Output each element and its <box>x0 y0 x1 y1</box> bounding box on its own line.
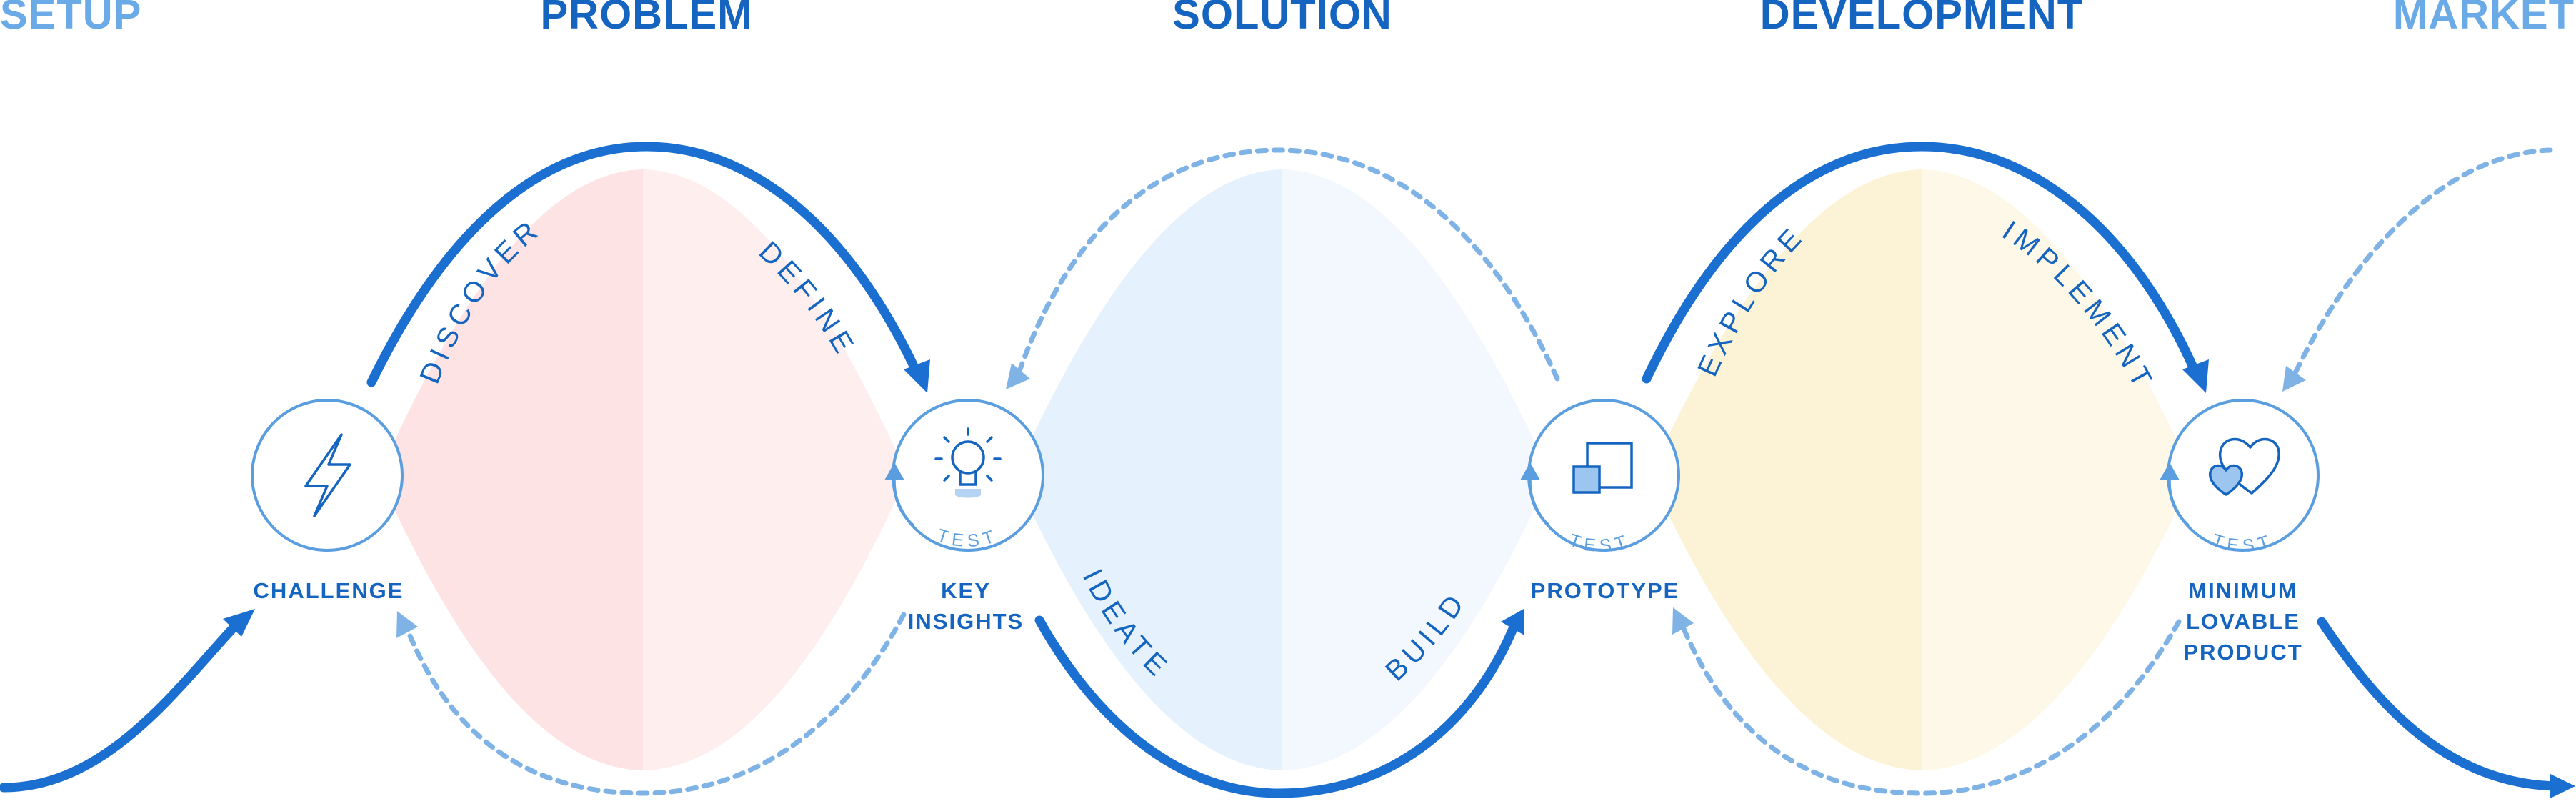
lightbulb-icon <box>934 427 1002 492</box>
solution-fill-left <box>1014 169 1282 770</box>
dashed-arrowheads <box>396 363 2306 638</box>
node-labels: CHALLENGE KEY INSIGHTS PROTOTYPE MINIMUM… <box>254 578 2302 665</box>
phase-development: DEVELOPMENT <box>1760 0 2084 38</box>
problem-fill-left <box>379 169 643 770</box>
arrow-challenge-to-insights <box>366 142 923 387</box>
dashed-arrows <box>404 147 2553 796</box>
key-insights-loop <box>892 475 914 527</box>
key-insights-node[interactable]: TEST <box>892 399 1044 552</box>
solution-diamond <box>1014 169 1550 770</box>
problem-diamond <box>379 169 907 770</box>
arrow-mlp-to-market <box>2317 617 2566 791</box>
prototype-node[interactable]: TEST <box>1527 399 1680 556</box>
solution-fill-right <box>1282 169 1550 770</box>
phase-problem: PROBLEM <box>541 0 753 38</box>
key-insights-circle <box>892 399 1044 552</box>
key-insights-label-1: KEY <box>941 578 991 603</box>
feedback-head-prototype <box>1672 607 1694 635</box>
hearts-icon <box>2208 437 2280 496</box>
key-insights-label-2: INSIGHTS <box>908 609 1024 634</box>
arrow-setup-to-challenge <box>0 620 241 793</box>
mlp-label-3: PRODUCT <box>2183 640 2302 665</box>
squares-icon <box>1572 442 1633 494</box>
development-fill-right <box>1922 169 2193 770</box>
arrowhead-prototype <box>1501 609 1524 635</box>
mlp-label-1: MINIMUM <box>2188 578 2297 603</box>
feedback-head-mlp <box>2282 366 2306 392</box>
phase-setup: SETUP <box>0 0 141 38</box>
prototype-loop-head <box>1520 462 1540 480</box>
arrowhead-challenge <box>223 609 255 637</box>
development-fill-left <box>1650 169 1922 770</box>
mlp-node[interactable]: TEST <box>2167 399 2320 556</box>
arrow-insights-to-prototype <box>1034 615 1519 798</box>
arrowhead-mlp <box>2182 359 2209 393</box>
phase-market: MARKET <box>2393 0 2575 38</box>
feedback-mlp-to-prototype <box>1679 619 2182 796</box>
mlp-loop-head <box>2160 462 2180 480</box>
feedback-market-to-mlp <box>2290 147 2553 380</box>
arrow-prototype-to-mlp <box>1642 142 2202 384</box>
key-insights-loop-head <box>884 462 904 480</box>
challenge-label: CHALLENGE <box>254 578 404 603</box>
feedback-insights-to-challenge <box>404 612 907 796</box>
challenge-node[interactable] <box>251 399 404 552</box>
lightning-icon <box>304 433 351 517</box>
arrowhead-market <box>2550 774 2575 798</box>
lightbulb-base <box>955 489 981 498</box>
prototype-loop <box>1528 475 1550 527</box>
arrowhead-insights <box>904 359 930 393</box>
solid-arrowheads <box>223 359 2575 798</box>
problem-fill-right <box>643 169 907 770</box>
test-loop-arrows <box>892 475 2190 527</box>
feedback-head-insights <box>1006 363 1030 389</box>
feedback-prototype-to-insights <box>1015 147 1560 382</box>
solid-arrows <box>0 142 2566 798</box>
mlp-label-2: LOVABLE <box>2186 609 2300 634</box>
test-loop-heads <box>884 462 2180 480</box>
prototype-label: PROTOTYPE <box>1531 578 1680 603</box>
feedback-head-challenge <box>396 611 418 638</box>
phase-solution: SOLUTION <box>1172 0 1392 38</box>
phase-titles: SETUP PROBLEM SOLUTION DEVELOPMENT MARKE… <box>0 0 2575 38</box>
challenge-circle <box>251 399 404 552</box>
mlp-loop <box>2167 475 2190 527</box>
development-diamond <box>1650 169 2193 770</box>
